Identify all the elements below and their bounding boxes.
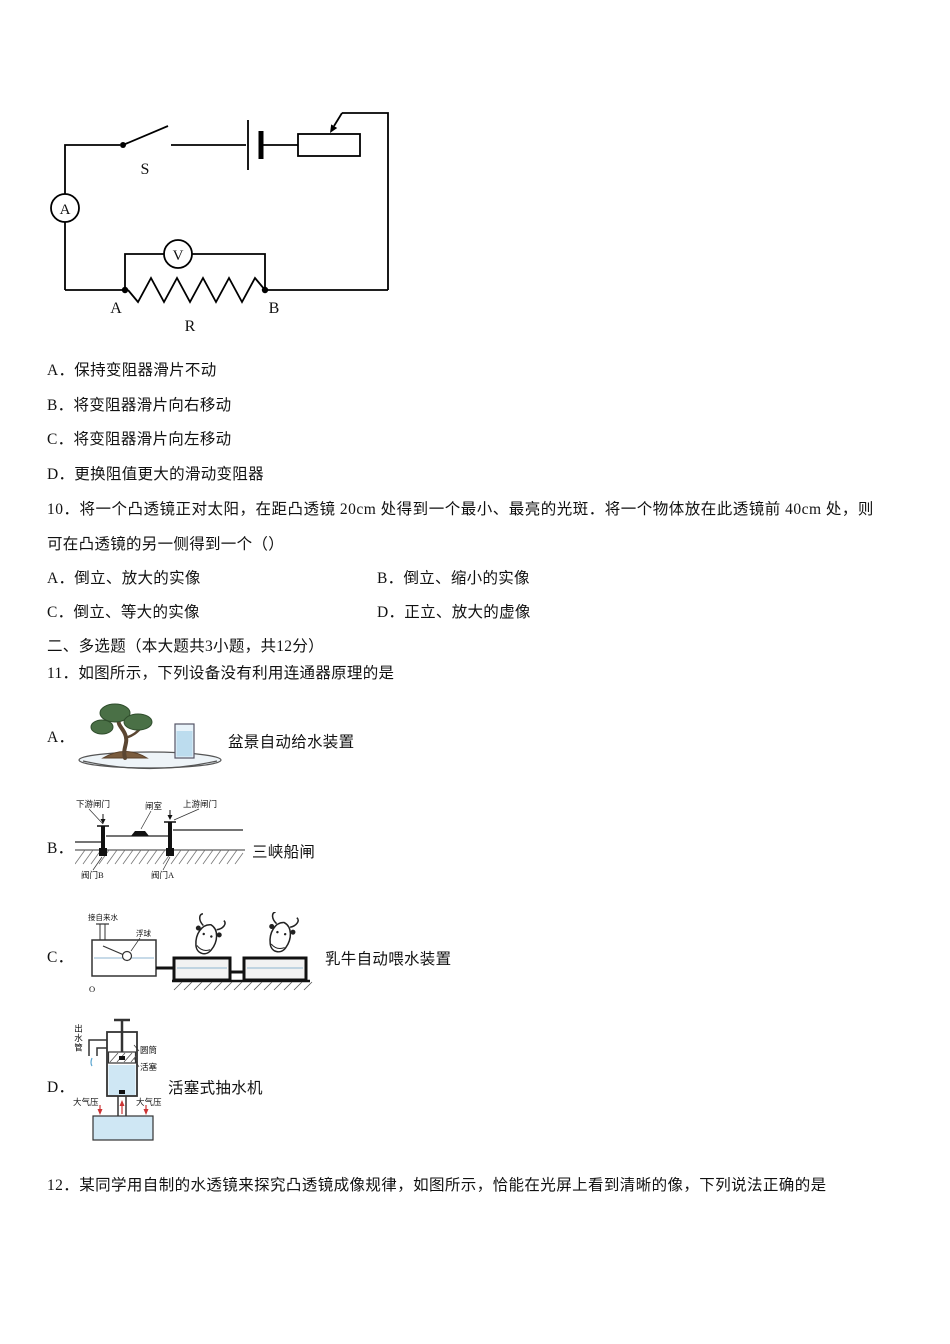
q10-option-c-letter: C． [47, 604, 74, 621]
q9-option-c-letter: C． [47, 431, 74, 448]
cylinder-label: 圆筒 [140, 1045, 158, 1055]
q9-option-d: D．更换阻值更大的滑动变阻器 [47, 465, 264, 485]
float-ball [121, 950, 133, 962]
boat [131, 831, 149, 836]
q10-option-a-letter: A． [47, 570, 75, 587]
q9-option-c: C．将变阻器滑片向左移动 [47, 430, 231, 450]
trough-1 [172, 956, 232, 982]
terminal-a-label: A [110, 300, 122, 317]
atm-pressure-left-label: 大气压 [73, 1097, 99, 1107]
q10-option-d: D．正立、放大的虚像 [377, 603, 531, 623]
piston-label: 活塞 [140, 1062, 158, 1072]
origin-label: O [89, 984, 95, 994]
q11-option-d-caption: 活塞式抽水机 [168, 1080, 263, 1097]
q11-option-b-caption: 三峡船闸 [252, 844, 316, 861]
well-water [92, 1115, 154, 1141]
q12-stem: 12．某同学用自制的水透镜来探究凸透镜成像规律，如图所示，恰能在光屏上看到清晰的… [47, 1177, 827, 1194]
q10-option-b-text: 倒立、缩小的实像 [403, 570, 530, 587]
q9-option-b: B．将变阻器滑片向右移动 [47, 396, 231, 416]
tree-foliage [99, 703, 131, 723]
gate-up-label: 上游闸门 [183, 799, 217, 809]
water-levels [75, 829, 243, 843]
rheostat-slider-wire [333, 112, 343, 127]
piston-pump-illustration [88, 1018, 154, 1141]
down-arrow-left [97, 1109, 103, 1115]
trough-2 [242, 956, 308, 982]
valve-a [166, 848, 174, 856]
circuit-diagram: S A V A [50, 112, 389, 335]
q10-option-d-text: 正立、放大的虚像 [404, 604, 531, 621]
valve-a-label: 阀门A [151, 870, 175, 880]
ship-lock-figure: 下游闸门 闸室 上游闸门 阀门B 阀门A [75, 798, 247, 888]
spout-pipe [88, 1039, 107, 1056]
q10-option-c: C．倒立、等大的实像 [47, 603, 200, 623]
cow-waterer-figure: 接自来水 浮球 O [88, 912, 323, 1000]
switch-blade [122, 125, 169, 146]
float-lever [102, 945, 125, 956]
q10-option-d-letter: D． [377, 604, 405, 621]
q10-option-b-letter: B． [377, 570, 404, 587]
switch-label: S [141, 161, 150, 178]
gate-up [168, 822, 172, 854]
q9-option-d-letter: D． [47, 466, 75, 483]
piston-rod [114, 1018, 130, 1052]
resistor-label: R [185, 318, 196, 335]
q11-option-c-caption: 乳牛自动喂水装置 [325, 951, 452, 968]
ammeter-label: A [60, 202, 71, 218]
q11-option-a-caption: 盆景自动给水装置 [228, 734, 355, 751]
cow-head-1 [195, 913, 226, 955]
bottom-valve [119, 1090, 125, 1094]
ground-hatch [75, 849, 244, 865]
q10-stem-line2: 可在凸透镜的另一侧得到一个（） [47, 536, 285, 553]
float-label: 浮球 [136, 928, 151, 938]
q10-option-c-text: 倒立、等大的实像 [73, 604, 200, 621]
up-arrow [119, 1100, 125, 1106]
ship-lock-illustration: 下游闸门 闸室 上游闸门 阀门B 阀门A [75, 799, 245, 880]
piston-valve [119, 1056, 125, 1060]
terminal-b-label: B [269, 300, 280, 317]
rheostat-body [297, 133, 361, 157]
resistor-zigzag [127, 276, 266, 304]
voltmeter-icon [163, 239, 193, 269]
q9-option-c-text: 将变阻器滑片向左移动 [73, 431, 232, 448]
piston-pump-figure: 出水管 圆筒 活塞 大气压 大气压 [73, 1012, 173, 1144]
ammeter-icon [50, 193, 80, 223]
tree-trunk [116, 716, 129, 760]
q10-option-a: A．倒立、放大的实像 [47, 569, 201, 589]
q9-option-b-letter: B． [47, 397, 74, 414]
q9-option-a: A．保持变阻器滑片不动 [47, 361, 217, 381]
down-arrow-right [143, 1109, 149, 1115]
outlet-pipe-label: 出水管 [73, 1024, 84, 1053]
gate-down [101, 826, 105, 854]
ground-hatch [173, 981, 313, 991]
q11-option-a-letter: A． [47, 729, 75, 746]
q10-option-a-text: 倒立、放大的实像 [74, 570, 201, 587]
q11-stem: 11．如图所示，下列设备没有利用连通器原理的是 [47, 665, 395, 682]
q9-option-b-text: 将变阻器滑片向右移动 [73, 397, 232, 414]
q11-option-b-letter: B． [47, 840, 74, 857]
tap-water-label: 接自来水 [88, 912, 118, 922]
atm-pressure-right-label: 大气压 [136, 1097, 162, 1107]
q10-option-b: B．倒立、缩小的实像 [377, 569, 530, 589]
voltmeter-label: V [173, 248, 184, 264]
valve-b [99, 848, 107, 856]
q11-option-d-letter: D． [47, 1079, 75, 1096]
bonsai-figure [75, 698, 225, 778]
gate-down-label: 下游闸门 [76, 799, 110, 809]
q11-option-c-letter: C． [47, 949, 74, 966]
bonsai-illustration [78, 703, 222, 770]
q9-option-a-letter: A． [47, 362, 75, 379]
tray [78, 751, 222, 769]
section2-title: 二、多选题（本大题共3小题，共12分） [47, 638, 324, 655]
chamber-label: 闸室 [145, 801, 163, 811]
q9-option-a-text: 保持变阻器滑片不动 [74, 362, 217, 379]
rheostat-slider-arrow [330, 124, 338, 133]
q10-stem-line1: 10．将一个凸透镜正对太阳，在距凸透镜 20cm 处得到一个最小、最亮的光斑．将… [47, 501, 874, 518]
circuit-figure: S A V A [50, 100, 400, 340]
q9-option-d-text: 更换阻值更大的滑动变阻器 [74, 466, 264, 483]
cow-head-2 [269, 912, 299, 953]
valve-b-label: 阀门B [81, 870, 104, 880]
suction-pipe [117, 1096, 127, 1118]
cow-waterer-illustration: 接自来水 浮球 O [88, 912, 313, 994]
